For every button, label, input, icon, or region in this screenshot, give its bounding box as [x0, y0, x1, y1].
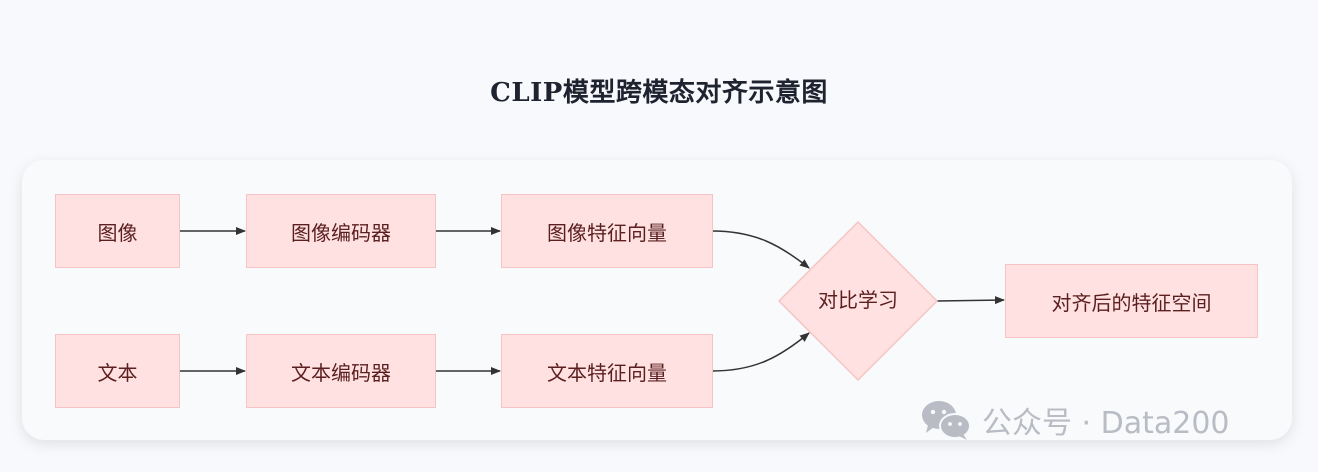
node-image-feature: 图像特征向量: [501, 194, 713, 268]
node-text: 文本: [55, 334, 180, 408]
diagram-title: CLIP模型跨模态对齐示意图: [490, 78, 828, 108]
watermark-text: 公众号 · Data200: [982, 406, 1230, 441]
node-contrastive-label: 对比学习: [818, 288, 898, 312]
node-text-encoder: 文本编码器: [246, 334, 436, 408]
contrastive-diamond: [777, 220, 939, 382]
edge-image-feature-to-contrastive: [711, 230, 810, 269]
node-aligned-space: 对齐后的特征空间: [1005, 264, 1258, 338]
edge-text-feature-to-contrastive: [711, 332, 810, 372]
wechat-icon: [922, 401, 971, 440]
node-text-feature: 文本特征向量: [501, 334, 713, 408]
node-image: 图像: [55, 194, 180, 268]
edge-contrastive-to-aligned-space: [936, 296, 1005, 305]
watermark: 公众号 · Data200: [920, 398, 1230, 442]
node-image-encoder: 图像编码器: [246, 194, 436, 268]
